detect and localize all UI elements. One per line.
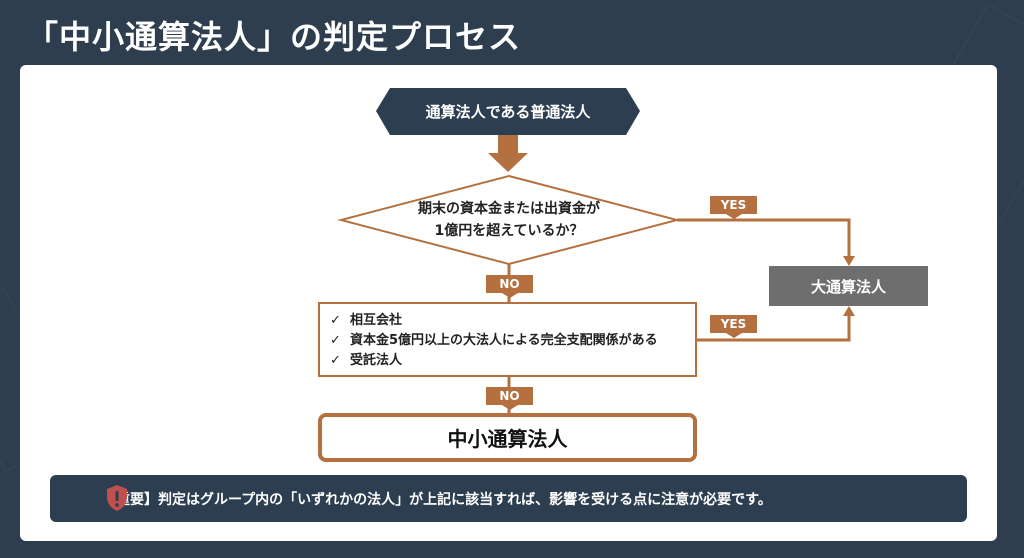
no-label-1: NO	[486, 275, 533, 298]
shield-exclamation-icon	[107, 485, 127, 511]
page-title: 「中小通算法人」の判定プロセス	[26, 18, 522, 56]
check-item: ✓ 資本金5億円以上の大法人による完全支配関係がある	[330, 331, 685, 351]
condition-checklist: ✓ 相互会社 ✓ 資本金5億円以上の大法人による完全支配関係がある ✓ 受託法人	[318, 302, 697, 377]
check-text: 資本金5億円以上の大法人による完全支配関係がある	[349, 333, 658, 348]
no-label-2: NO	[486, 387, 533, 410]
small-corp-result: 中小通算法人	[318, 413, 697, 462]
arrowhead-up	[843, 306, 855, 316]
yes-label-1: YES	[710, 196, 757, 219]
decision-question: 期末の資本金または出資金が 1億円を超えているか？	[341, 198, 677, 242]
important-note-banner: 【重要】判定はグループ内の「いずれかの法人」が上記に該当すれば、影響を受ける点に…	[50, 475, 967, 522]
check-icon: ✓	[330, 313, 341, 328]
start-hexagon	[376, 88, 640, 135]
start-node: 通算法人である普通法人	[425, 103, 591, 121]
down-arrow	[488, 135, 528, 172]
question-line-1: 期末の資本金または出資金が	[418, 201, 600, 217]
check-text: 相互会社	[349, 313, 402, 328]
check-icon: ✓	[330, 353, 341, 368]
check-icon: ✓	[330, 333, 341, 348]
arrowhead-down	[843, 256, 855, 266]
yes-connector-1	[677, 218, 851, 258]
question-line-2: 1億円を超えているか？	[434, 223, 584, 239]
yes-label-2: YES	[710, 315, 757, 338]
large-corp-result: 大通算法人	[769, 266, 928, 306]
yes-connector-2	[697, 314, 851, 342]
check-item: ✓ 受託法人	[330, 351, 685, 371]
check-item: ✓ 相互会社	[330, 311, 685, 331]
check-text: 受託法人	[349, 353, 402, 368]
note-text: 【重要】判定はグループ内の「いずれかの法人」が上記に該当すれば、影響を受ける点に…	[102, 491, 772, 508]
